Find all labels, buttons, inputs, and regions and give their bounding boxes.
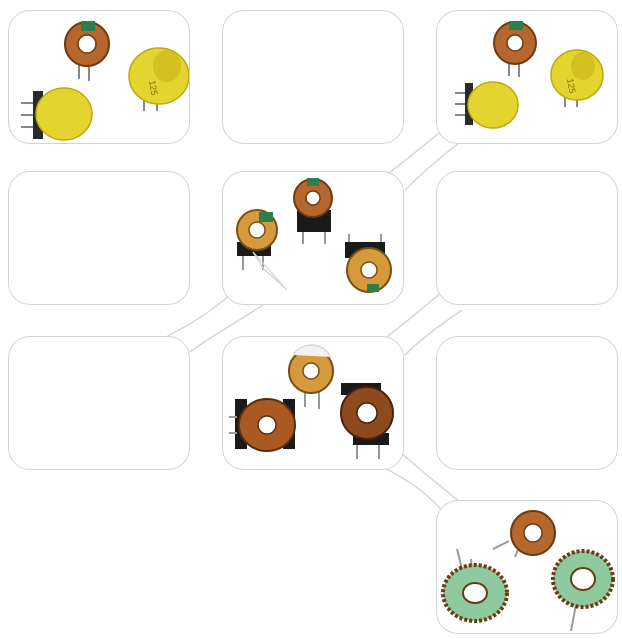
toroid-inductor-green-core <box>494 21 536 77</box>
tile-r1c3[interactable]: 125 <box>436 10 618 144</box>
toroid-copper-on-black-base <box>229 399 295 451</box>
toroid-copper-small <box>493 511 555 557</box>
tile-r4c3[interactable] <box>436 500 618 634</box>
tile-r2c2-products <box>223 172 404 305</box>
yellow-encapsulated-inductor-pins-left <box>21 88 92 140</box>
tile-r3c2[interactable] <box>222 336 404 470</box>
tile-r3c3[interactable] <box>436 336 618 470</box>
toroid-choke-base <box>294 178 332 244</box>
tile-r1c3-products: 125 <box>437 11 618 144</box>
toroid-choke-vertical-mount <box>237 210 287 290</box>
yellow-encapsulated-inductor-labeled: 125 <box>129 48 189 111</box>
tile-r3c1[interactable] <box>8 336 190 470</box>
tile-r2c1[interactable] <box>8 171 190 305</box>
toroid-copper-vertical-base <box>341 383 393 459</box>
tile-r1c1-products: 125 <box>9 11 190 144</box>
yellow-encapsulated-inductor-labeled: 125 <box>551 50 603 107</box>
toroid-white-core <box>289 345 333 409</box>
tile-r1c1[interactable]: 125 <box>8 10 190 144</box>
tile-r2c3[interactable] <box>436 171 618 305</box>
tile-r1c2[interactable] <box>222 10 404 144</box>
toroid-inductor-green-core <box>65 21 109 81</box>
yellow-encapsulated-inductor-pins-left <box>455 82 518 128</box>
tile-r4c3-products <box>437 501 618 634</box>
toroid-choke-horizontal-mount <box>345 234 391 292</box>
toroid-green-core-large <box>443 549 507 621</box>
tile-r2c2[interactable] <box>222 171 404 305</box>
toroid-green-core-long-lead <box>553 551 613 631</box>
tile-r3c2-products <box>223 337 404 470</box>
